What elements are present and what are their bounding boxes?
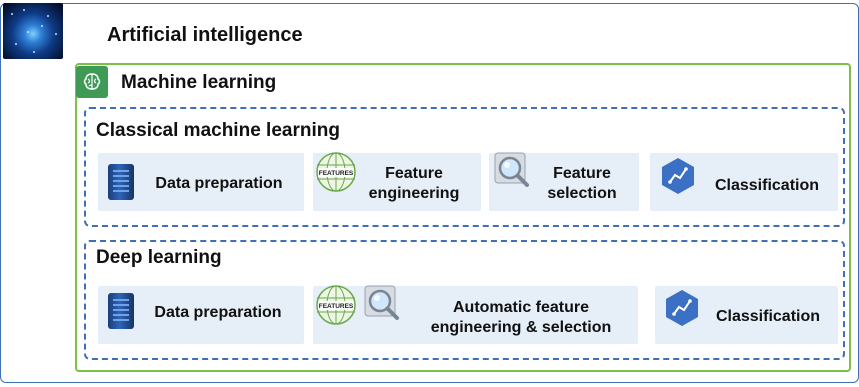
server-icon <box>108 164 134 200</box>
classical-data-preparation-label: Data preparation <box>155 175 283 192</box>
server-icon <box>108 293 134 329</box>
globe-features-icon: FEATURES <box>315 284 357 326</box>
deep-learning-frame <box>84 240 845 360</box>
deep-classification-label: Classification <box>715 308 821 325</box>
classical-classification-label: Classification <box>714 177 820 194</box>
classical-feature-engineering-label: Feature engineering <box>368 165 460 202</box>
ai-brain-image <box>3 3 63 59</box>
ai-title: Artificial intelligence <box>107 24 303 46</box>
deep-feature-engineering-label: Automatic feature engineering & selectio… <box>430 299 612 336</box>
globe-features-icon: FEATURES <box>315 151 357 193</box>
brain-icon <box>76 66 108 98</box>
globe-features-text: FEATURES <box>319 303 354 310</box>
globe-features-text: FEATURES <box>319 170 354 177</box>
hexagon-chart-icon <box>659 157 697 195</box>
hexagon-chart-icon <box>663 289 701 327</box>
ml-title: Machine learning <box>121 72 277 93</box>
deep-data-preparation-label: Data preparation <box>154 304 282 321</box>
classical-feature-selection-label: Feature selection <box>547 165 617 202</box>
classical-ml-frame <box>84 107 845 227</box>
classical-ml-title: Classical machine learning <box>96 120 340 141</box>
magnifier-icon <box>363 284 403 324</box>
magnifier-icon <box>493 151 533 191</box>
deep-learning-title: Deep learning <box>96 247 222 268</box>
